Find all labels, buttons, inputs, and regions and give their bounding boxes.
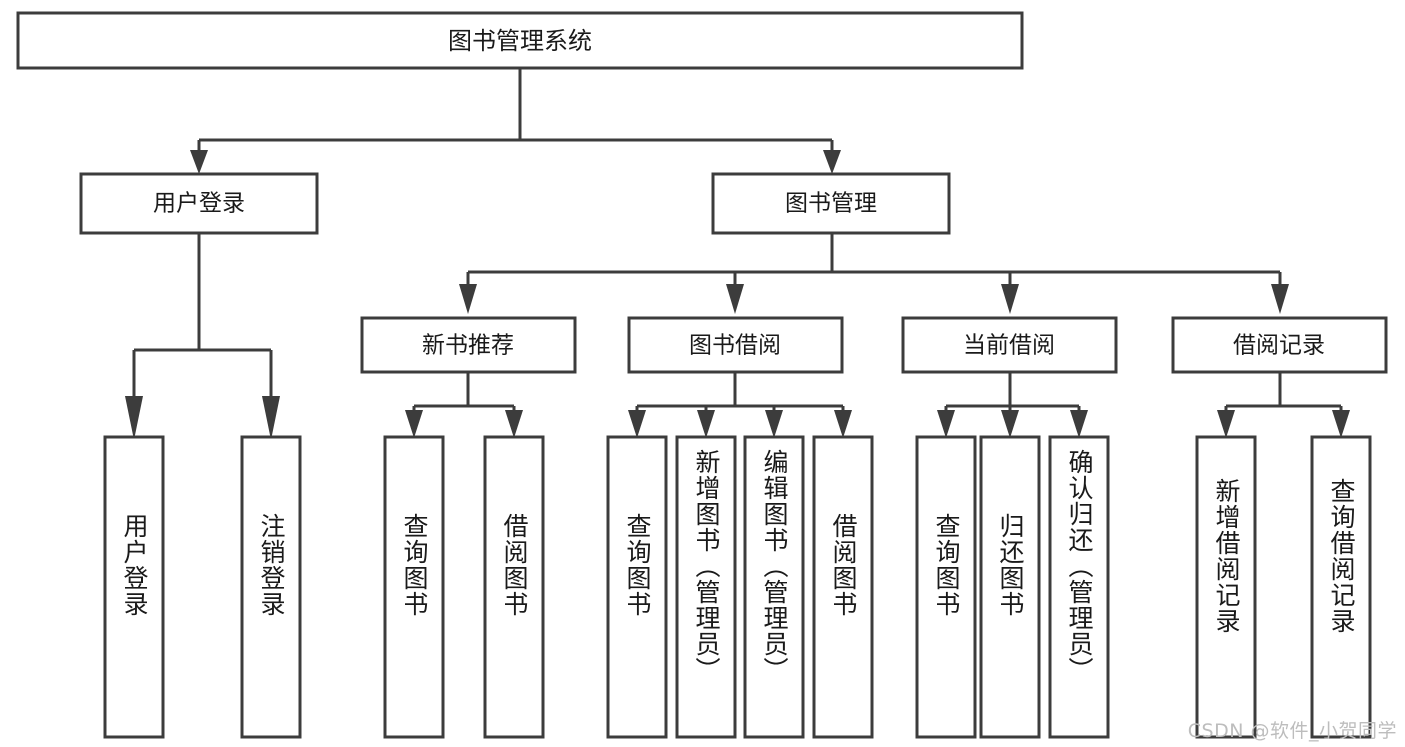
- leaf-book-borrow-0-label: 查询图书: [623, 513, 652, 617]
- node-root[interactable]: 图书管理系统: [16, 11, 1024, 70]
- leaf-rect-book-borrow-1[interactable]: [675, 435, 737, 739]
- leaf-rects-current-borrow: [915, 435, 1110, 739]
- watermark: CSDN @软件_小贺同学: [1187, 720, 1397, 742]
- leaf-borrow-record-1[interactable]: 查询借阅记录: [1312, 437, 1370, 737]
- leaf-user-login-0[interactable]: 用户登录: [105, 437, 163, 737]
- node-book-manage-label: 图书管理: [785, 191, 877, 217]
- leaf-borrow-record-1-label: 查询借阅记录: [1327, 478, 1356, 634]
- leaf-user-login-0-label: 用户登录: [120, 513, 149, 617]
- node-borrow-record-label: 借阅记录: [1233, 333, 1325, 359]
- leaf-rect-borrow-record-0[interactable]: [1195, 435, 1257, 739]
- leaf-rect-user-login-1[interactable]: [240, 435, 302, 739]
- leaf-rect-user-login-0[interactable]: [103, 435, 165, 739]
- leaf-book-borrow-3[interactable]: 借阅图书: [814, 437, 872, 737]
- leaf-rect-book-borrow-0[interactable]: [606, 435, 668, 739]
- leaf-current-borrow-1[interactable]: 归还图书: [981, 437, 1039, 737]
- leaf-book-borrow-1-label: 新增图书（管理员）: [692, 449, 721, 683]
- leaf-book-borrow-2[interactable]: 编辑图书（管理员）: [745, 437, 803, 737]
- leaf-rect-borrow-record-1[interactable]: [1310, 435, 1372, 739]
- connector-user-login-to-leaves: [125, 233, 280, 440]
- connector-borrow-record-to-leaves: [1217, 372, 1350, 438]
- leaf-book-borrow-0[interactable]: 查询图书: [608, 437, 666, 737]
- leaf-rects-book-borrow: [606, 435, 874, 739]
- leaf-current-borrow-0[interactable]: 查询图书: [917, 437, 975, 737]
- leaf-current-borrow-2[interactable]: 确认归还（管理员）: [1050, 437, 1108, 737]
- leaf-user-login-1-label: 注销登录: [257, 513, 286, 617]
- connector-book-borrow-to-leaves: [628, 372, 852, 438]
- leaf-borrow-record-0-label: 新增借阅记录: [1212, 478, 1241, 634]
- node-user-login[interactable]: 用户登录: [79, 172, 319, 235]
- leaf-rect-new-book-0[interactable]: [383, 435, 445, 739]
- leaf-new-book-1[interactable]: 借阅图书: [485, 437, 543, 737]
- leaf-rect-book-borrow-2[interactable]: [743, 435, 805, 739]
- leaf-rect-current-borrow-1[interactable]: [979, 435, 1041, 739]
- leaf-user-login-1[interactable]: 注销登录: [242, 437, 300, 737]
- leaf-new-book-0[interactable]: 查询图书: [385, 437, 443, 737]
- node-root-label: 图书管理系统: [448, 27, 592, 55]
- leaf-rect-current-borrow-2[interactable]: [1048, 435, 1110, 739]
- node-book-manage[interactable]: 图书管理: [711, 172, 951, 235]
- node-borrow-record[interactable]: 借阅记录: [1171, 316, 1388, 374]
- leaf-current-borrow-2-label: 确认归还（管理员）: [1065, 449, 1094, 683]
- leaf-rects-borrow-record: [1195, 435, 1372, 739]
- leaf-rect-new-book-1[interactable]: [483, 435, 545, 739]
- leaf-current-borrow-1-label: 归还图书: [996, 513, 1025, 617]
- connector-book-manage-to-level3: [459, 233, 1289, 314]
- leaf-book-borrow-1[interactable]: 新增图书（管理员）: [677, 437, 735, 737]
- node-user-login-label: 用户登录: [153, 191, 245, 217]
- connector-current-borrow-to-leaves: [937, 372, 1088, 438]
- leaf-rects-user-login: [103, 435, 302, 739]
- node-current-borrow[interactable]: 当前借阅: [901, 316, 1118, 374]
- leaf-new-book-1-label: 借阅图书: [500, 513, 529, 617]
- node-new-book-recommend-label: 新书推荐: [422, 333, 514, 359]
- leaf-book-borrow-2-label: 编辑图书（管理员）: [760, 449, 789, 683]
- connector-root-to-level2: [190, 68, 841, 174]
- node-new-book-recommend[interactable]: 新书推荐: [360, 316, 577, 374]
- node-book-borrow[interactable]: 图书借阅: [627, 316, 844, 374]
- leaf-rect-book-borrow-3[interactable]: [812, 435, 874, 739]
- node-current-borrow-label: 当前借阅: [963, 333, 1055, 359]
- leaf-borrow-record-0[interactable]: 新增借阅记录: [1197, 437, 1255, 737]
- connector-new-book-to-leaves: [405, 372, 523, 438]
- leaf-new-book-0-label: 查询图书: [400, 513, 429, 617]
- leaf-rects-new-book: [383, 435, 545, 739]
- leaf-current-borrow-0-label: 查询图书: [932, 513, 961, 617]
- node-book-borrow-label: 图书借阅: [689, 333, 781, 359]
- leaf-book-borrow-3-label: 借阅图书: [829, 513, 858, 617]
- leaf-rect-current-borrow-0[interactable]: [915, 435, 977, 739]
